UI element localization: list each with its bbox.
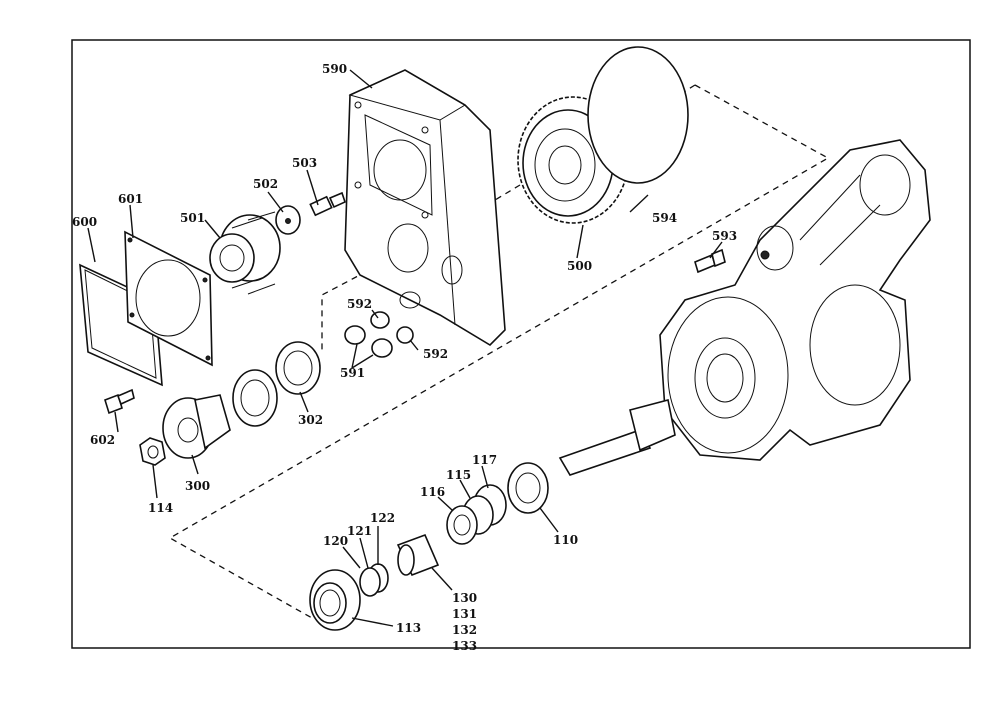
bolt-602: [104, 388, 135, 415]
label-602: 602: [90, 433, 115, 447]
label-592-upper: 592: [347, 297, 372, 311]
label-121: 121: [347, 524, 372, 538]
label-594: 594: [652, 211, 677, 225]
label-133: 133: [452, 639, 477, 653]
label-300: 300: [185, 479, 210, 493]
label-590: 590: [322, 62, 347, 76]
label-131: 131: [452, 607, 477, 621]
flange-300: [162, 394, 231, 459]
bearing-113: [309, 569, 361, 631]
sleeve-130: [396, 533, 440, 577]
label-110: 110: [553, 533, 578, 547]
label-113: 113: [396, 621, 421, 635]
seal-302: [232, 341, 321, 427]
label-601: 601: [118, 192, 143, 206]
label-593: 593: [712, 229, 737, 243]
label-122: 122: [370, 511, 395, 525]
washer-502: [275, 205, 301, 235]
o-ring-594: [587, 46, 689, 184]
seal-592-upper: [370, 311, 390, 329]
leader-lines: [87, 69, 723, 627]
label-600: 600: [72, 215, 97, 229]
axle-housing: [659, 139, 931, 461]
label-503: 503: [292, 156, 317, 170]
ring-116: [446, 505, 478, 545]
spring-121-122: [359, 563, 389, 597]
bolt-503: [309, 191, 346, 217]
label-132: 132: [452, 623, 477, 637]
label-114: 114: [148, 501, 173, 515]
nut-114: [139, 437, 166, 466]
gasket-601: [124, 230, 213, 367]
label-115: 115: [446, 468, 471, 482]
label-302: 302: [298, 413, 323, 427]
plug-591: [344, 325, 393, 358]
label-130: 130: [452, 591, 477, 605]
bearing-110: [507, 462, 549, 514]
label-591: 591: [340, 366, 365, 380]
label-501: 501: [180, 211, 205, 225]
seal-592-lower: [396, 326, 414, 344]
gear-501: [209, 211, 281, 295]
label-592-lower: 592: [423, 347, 448, 361]
part-labels: 590 503 502 601 501 600 594 500 593 592 …: [72, 62, 737, 653]
bolt-593: [694, 248, 726, 274]
label-120: 120: [323, 534, 348, 548]
housing-590: [344, 69, 506, 347]
label-502: 502: [253, 177, 278, 191]
pinion-shaft: [558, 399, 676, 476]
label-117: 117: [472, 453, 497, 467]
label-500: 500: [567, 259, 592, 273]
label-116: 116: [420, 485, 445, 499]
diagram-frame: [71, 39, 971, 649]
